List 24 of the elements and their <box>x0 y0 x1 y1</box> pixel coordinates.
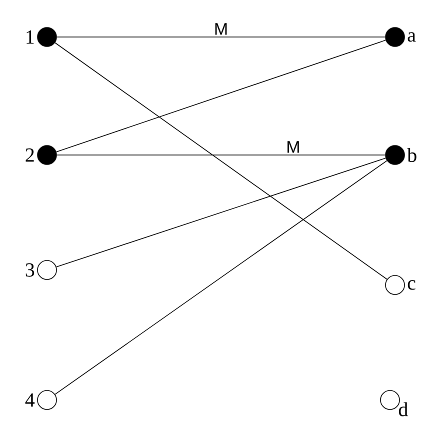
vertex-circle <box>37 145 57 165</box>
vertex-circle <box>380 390 400 410</box>
edge-line <box>56 36 386 38</box>
vertex-label: 4 <box>25 393 35 407</box>
edge-label: M <box>288 141 299 153</box>
edge-line <box>56 158 386 268</box>
vertex-label: 3 <box>26 263 34 277</box>
vertex-label: b <box>407 148 416 162</box>
vertex-label: 2 <box>26 148 34 162</box>
edge-line <box>54 42 388 280</box>
edge-line <box>56 40 386 152</box>
edge-line <box>56 154 386 156</box>
vertex-label: 1 <box>26 30 34 44</box>
vertex-label: a <box>408 32 416 42</box>
vertex-circle <box>37 260 57 280</box>
edge-line <box>54 160 388 395</box>
vertex-label: c <box>408 280 416 290</box>
vertex-circle <box>385 145 405 165</box>
vertex-circle <box>37 390 57 410</box>
vertex-circle <box>385 27 405 47</box>
edge-label: M <box>215 23 227 35</box>
vertex-circle <box>37 27 57 47</box>
vertex-label: d <box>398 402 408 416</box>
vertex-circle <box>385 275 405 295</box>
